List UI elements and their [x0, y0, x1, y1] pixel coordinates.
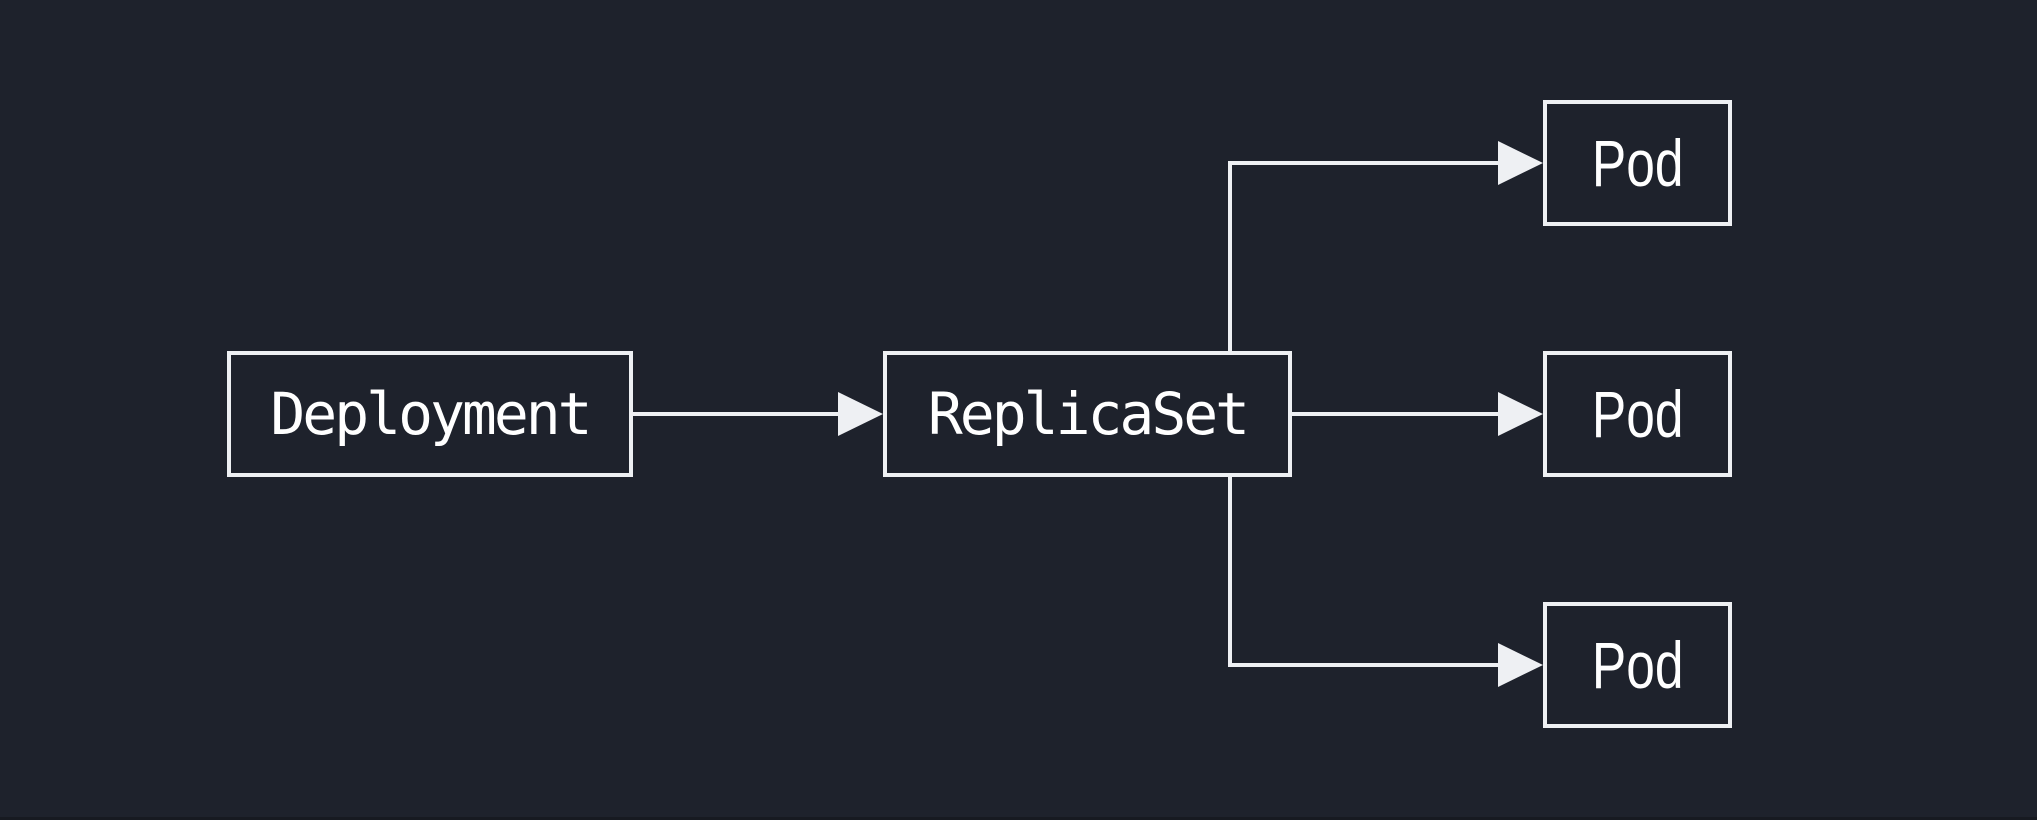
edge-replicaset-pod-3 [1228, 477, 1543, 687]
edge-replicaset-pod-2 [1292, 392, 1543, 436]
arrowhead-icon [838, 392, 883, 436]
edge-deployment-replicaset [633, 392, 883, 436]
node-deployment: Deployment [227, 351, 633, 477]
node-pod-3: Pod [1543, 602, 1732, 728]
arrowhead-icon [1498, 141, 1543, 185]
arrowhead-icon [1498, 392, 1543, 436]
arrowhead-icon [1498, 643, 1543, 687]
node-replicaset: ReplicaSet [883, 351, 1292, 477]
pod-1-node-label: Pod [1591, 126, 1684, 200]
screen-bottom-edge [0, 817, 2037, 820]
node-pod-1: Pod [1543, 100, 1732, 226]
edge-line [1228, 161, 1500, 351]
edge-replicaset-pod-1 [1228, 141, 1543, 351]
deployment-node-label: Deployment [270, 380, 592, 448]
node-pod-2: Pod [1543, 351, 1732, 477]
pod-3-node-label: Pod [1591, 628, 1684, 702]
pod-2-node-label: Pod [1591, 377, 1684, 451]
edge-line [1228, 477, 1500, 667]
replicaset-node-label: ReplicaSet [927, 380, 1250, 448]
